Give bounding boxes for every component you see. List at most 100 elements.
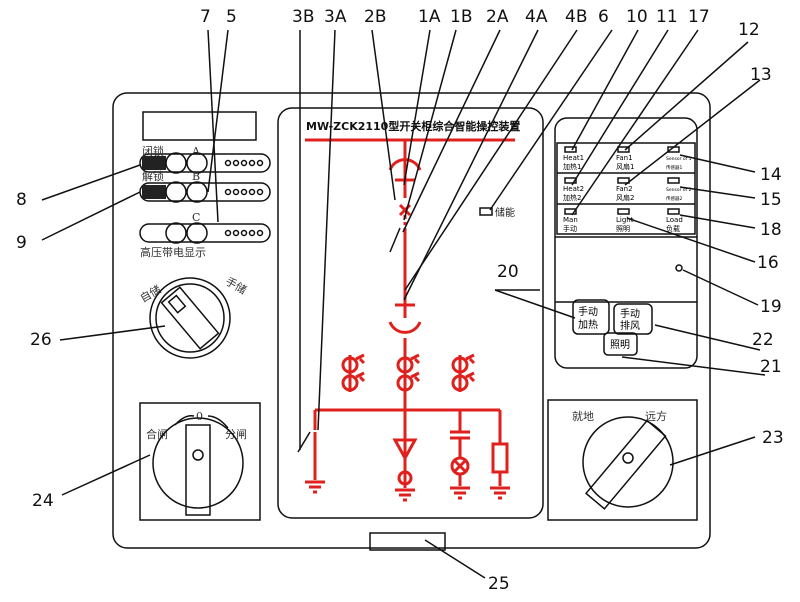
led-label-cn: 加热2 [563,193,581,202]
led-label-cn: 负载 [666,224,680,233]
leader-line [207,29,229,193]
led-label-en: Load [666,216,683,224]
led-label-en: Heat2 [563,185,584,193]
remote-label: 远方 [645,409,667,423]
leader-line [59,325,166,341]
leader-line [571,29,669,186]
fan-button-line2: 排风 [620,319,640,332]
local-label: 就地 [572,409,594,423]
leader-line [404,29,578,291]
led-label-en: Sensor of 1 [666,156,692,162]
led-label-en: Fan1 [616,154,633,162]
callout-label: 22 [752,330,774,350]
callout-label: 13 [750,65,772,85]
leader-line [679,154,756,173]
leader-line [679,214,756,229]
leader-line [41,164,141,201]
callout-label: 23 [762,428,784,448]
display-window [142,111,257,141]
lock-label: 闭锁 [142,144,164,158]
led-label-cn: 传感器2 [666,195,682,202]
led-label-cn: 加热1 [563,162,581,171]
led-label-en: Man [563,216,578,224]
status-led: Sensor of 2 传感器2 [666,177,692,202]
leader-line [207,29,219,223]
callout-label: 11 [656,7,678,27]
indicator-bar [139,152,271,174]
callout-label: 12 [738,20,760,40]
led-label-en: Sensor of 2 [666,187,692,193]
leader-line [424,539,486,579]
callout-label: 17 [688,7,710,27]
callout-label: 24 [32,491,54,511]
callout-label: 6 [598,7,609,27]
leader-line [669,436,756,466]
leader-line [61,454,151,496]
led-label-cn: 照明 [616,225,630,233]
callout-label: 21 [760,357,782,377]
leader-line [571,29,699,216]
leader-line [624,41,749,151]
energy-selector-switch[interactable]: 自储 手储 [137,274,249,359]
phase-b-label: B [192,170,200,183]
led-label-cn: 手动 [563,224,577,233]
callout-label: 1B [450,7,472,27]
voltage-indicator: 闭锁 解锁 A B C 高压带电显示 [139,144,271,259]
light-button[interactable]: 照明 [603,332,638,356]
single-line-circuit [297,138,515,502]
current-transformer [451,353,476,374]
leader-line [621,356,766,376]
leader-line [403,29,457,221]
callout-label: 9 [16,233,27,253]
callout-label: 5 [226,7,237,27]
manual-fan-button[interactable]: 手动 排风 [613,303,653,335]
leader-line [41,191,141,241]
leader-line [626,217,756,263]
callout-label: 2A [486,7,509,27]
outer-panel [112,92,711,549]
current-transformer [341,371,366,392]
local-remote-box [547,399,698,521]
led-label-cn: 传感器1 [666,164,682,171]
indicator-bar [139,222,271,244]
callout-label: 19 [760,297,782,317]
led-label-en: Heat1 [563,154,584,162]
heat-button-line1: 手动 [578,305,598,318]
callout-label: 1A [418,7,441,27]
callout-label: 25 [488,574,510,594]
leader-line [489,29,613,211]
callout-label: 2B [364,7,386,27]
leader-line [317,29,336,431]
callout-label: 8 [16,190,27,210]
callout-label: 15 [760,190,782,210]
current-transformer [396,371,421,392]
manual-store-label: 手储 [223,274,249,297]
led-label-en: Light [616,216,634,224]
manual-heat-button[interactable]: 手动 加热 [572,299,610,335]
led-label-en: Fan2 [616,185,633,193]
leader-line [654,324,761,351]
leader-line [679,186,756,199]
energy-storage-led [479,207,493,216]
current-transformer [396,353,421,374]
indicator-caption: 高压带电显示 [140,245,206,259]
current-transformer [451,371,476,392]
energy-storage-label: 储能 [495,206,515,219]
indicator-bar [139,181,271,203]
callout-label: 20 [497,262,519,282]
led-label-cn: 风扇2 [616,193,634,202]
current-transformer [341,353,366,374]
local-remote-selector[interactable]: 就地 远方 [572,409,674,510]
leader-line [371,29,396,201]
callout-label: 14 [760,165,782,185]
open-close-selector[interactable]: 合闸 0 分闸 [146,410,247,516]
